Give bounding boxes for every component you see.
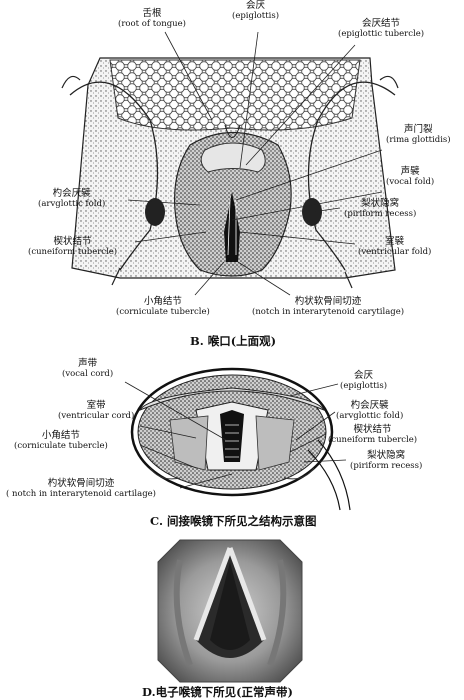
label-corniculate-tubercle-b: 小角结节 (corniculate tubercle) xyxy=(116,296,210,317)
label-cuneiform-tubercle-c: 楔状结节 (cuneiform tubercle) xyxy=(328,424,418,445)
panel-b-leader-lines xyxy=(127,31,383,296)
label-epiglottis-c: 会厌 (epiglottis) xyxy=(340,370,388,391)
label-cuneiform-tubercle-b: 楔状结节 (cuneiform tubercle) xyxy=(28,236,118,257)
panel-c-caption: C. 间接喉镜下所见之结构示意图 xyxy=(150,514,317,528)
panel-c-illustration xyxy=(130,367,351,511)
label-interarytenoid-notch-c: 杓状软骨间切迹 ( notch in interarytenoid cartil… xyxy=(6,478,156,499)
panel-c-leader-lines xyxy=(124,381,347,489)
label-vocal-cord: 声带 (vocal cord) xyxy=(62,358,114,379)
label-root-of-tongue: 舌根 (root of tongue) xyxy=(118,8,186,29)
label-aryepiglottic-fold-b: 杓会厌襞 (arvglottic fold) xyxy=(38,188,106,209)
label-vocal-fold: 声襞 (vocal fold) xyxy=(386,166,435,187)
label-epiglottic-tubercle: 会厌结节 (epiglottic tubercle) xyxy=(338,18,425,39)
label-ventricular-fold-b: 室襞 (ventricular fold) xyxy=(358,236,432,257)
label-epiglottis-b: 会厌 (epiglottis) xyxy=(232,0,280,21)
panel-b-caption: B. 喉口(上面观) xyxy=(190,334,277,348)
label-ventricular-cord: 室带 (ventricular cord) xyxy=(58,400,135,421)
label-corniculate-tubercle-c: 小角结节 (corniculate tubercle) xyxy=(14,430,108,451)
panel-d-endoscopy-photo xyxy=(157,539,303,683)
panel-b-illustration xyxy=(61,57,399,289)
label-interarytenoid-notch-b: 杓状软骨间切迹 (notch in interarytenoid carytil… xyxy=(252,296,405,317)
label-piriform-recess-b: 梨状隐窝 (piriform recess) xyxy=(344,198,417,219)
label-rima-glottidis: 声门裂 (rima glottidis) xyxy=(386,124,451,145)
panel-d-caption: D.电子喉镜下所见(正常声带) xyxy=(142,685,293,699)
label-piriform-recess-c: 梨状隐窝 (piriform recess) xyxy=(350,450,423,471)
label-aryepiglottic-fold-c: 杓会厌襞 (arvglottic fold) xyxy=(336,400,404,421)
